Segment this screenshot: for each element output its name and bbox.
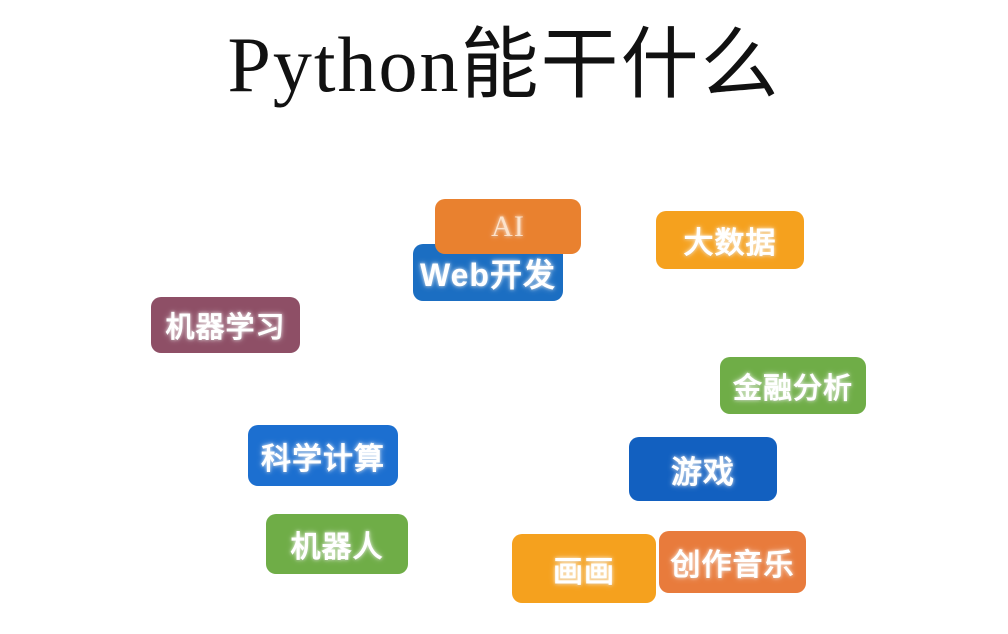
tag-drawing[interactable]: 画画 <box>512 534 656 603</box>
tag-big-data[interactable]: 大数据 <box>656 211 804 269</box>
tag-ai[interactable]: AI <box>435 199 581 254</box>
tag-robotics[interactable]: 机器人 <box>266 514 408 574</box>
page-title: Python能干什么 <box>227 21 781 108</box>
tag-music-creation[interactable]: 创作音乐 <box>659 531 806 593</box>
tag-scientific-computing[interactable]: 科学计算 <box>248 425 398 486</box>
tag-machine-learning[interactable]: 机器学习 <box>151 297 300 353</box>
tag-financial-analysis[interactable]: 金融分析 <box>720 357 866 414</box>
tag-games[interactable]: 游戏 <box>629 437 777 501</box>
